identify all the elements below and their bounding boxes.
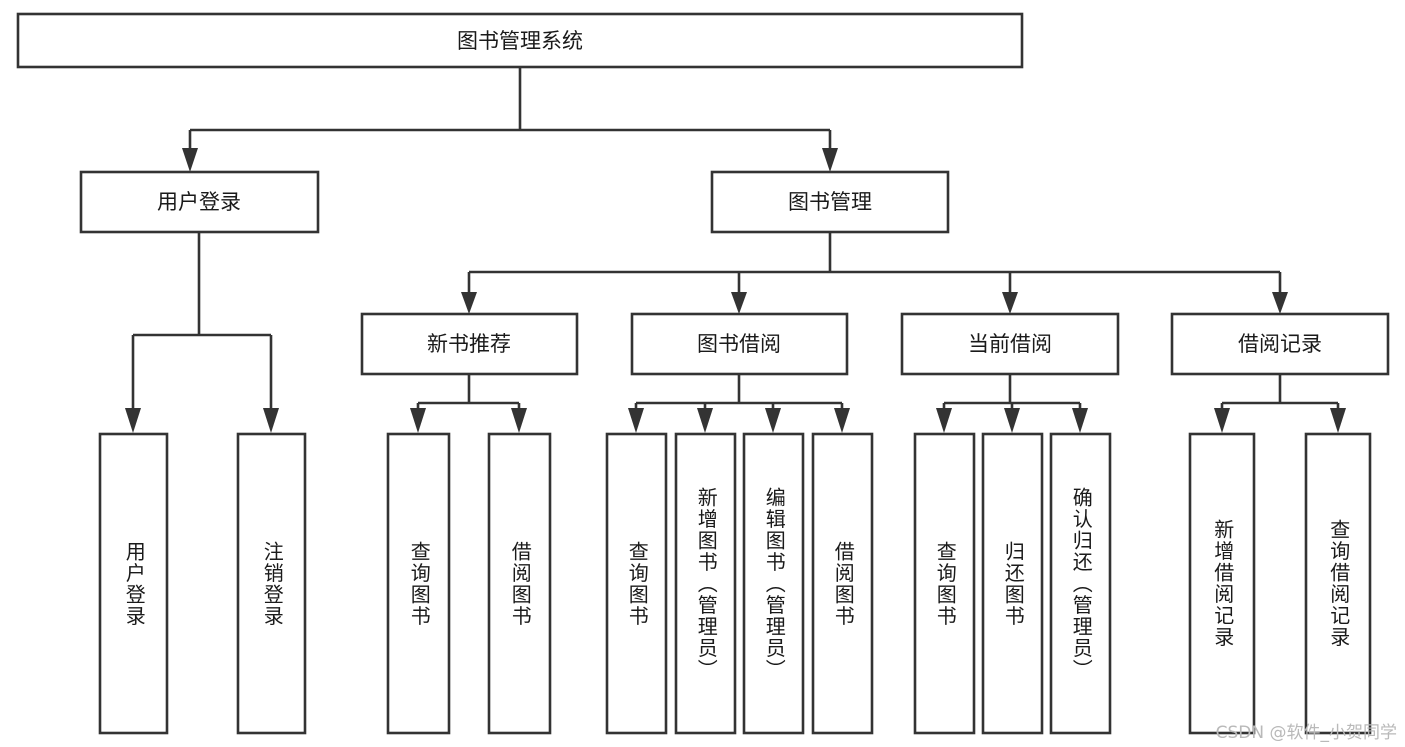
arrowhead-leaf-bookborrow-1 [628,408,644,433]
arrowhead-newbook [461,292,477,314]
arrowhead-currentborrow [1002,292,1018,314]
arrowhead-leaf-currentborrow-1 [936,408,952,433]
node-new-book-rec[interactable] [360,312,579,376]
leaf-current-borrow-3[interactable] [1049,432,1112,735]
arrowhead-leaf-userlogin-1 [125,408,141,433]
leaf-book-borrow-3[interactable] [742,432,805,735]
watermark-text: CSDN @软件_小贺同学 [1215,723,1397,743]
leaf-book-borrow-1[interactable] [605,432,668,735]
node-book-borrow[interactable] [630,312,849,376]
leaf-borrow-record-1[interactable] [1188,432,1256,735]
node-user-login[interactable] [79,170,320,234]
arrowhead-leaf-bookborrow-2 [697,408,713,433]
leaf-user-login-1[interactable] [98,432,169,735]
node-borrow-record-label: 借阅记录 [1238,332,1322,356]
node-current-borrow-label: 当前借阅 [968,332,1052,356]
node-book-manage[interactable] [710,170,950,234]
arrowhead-leaf-currentborrow-2 [1004,408,1020,433]
node-book-borrow-label: 图书借阅 [697,332,781,356]
arrowhead-leaf-newbook-1 [410,408,426,433]
arrowhead-leaf-bookborrow-3 [765,408,781,433]
arrowhead-leaf-borrowrecord-2 [1330,408,1346,433]
arrowhead-bookmanage [822,148,838,172]
arrowhead-leaf-currentborrow-3 [1072,408,1088,433]
node-current-borrow[interactable] [900,312,1120,376]
arrowhead-leaf-newbook-2 [511,408,527,433]
node-new-book-rec-label: 新书推荐 [427,332,511,356]
leaf-user-login-2[interactable] [236,432,307,735]
node-root-label: 图书管理系统 [457,29,583,53]
arrowhead-leaf-bookborrow-4 [834,408,850,433]
node-book-manage-label: 图书管理 [788,190,872,214]
leaf-current-borrow-2[interactable] [981,432,1044,735]
node-user-login-label: 用户登录 [157,190,241,214]
leaf-book-borrow-2[interactable] [674,432,737,735]
arrowhead-leaf-borrowrecord-1 [1214,408,1230,433]
node-root[interactable] [16,12,1024,69]
leaf-book-borrow-4[interactable] [811,432,874,735]
arrowhead-borrowrecord [1272,292,1288,314]
leaf-new-book-1[interactable] [386,432,451,735]
arrowhead-leaf-userlogin-2 [263,408,279,433]
leaf-new-book-2[interactable] [487,432,552,735]
arrowhead-bookborrow [731,292,747,314]
leaf-borrow-record-2[interactable] [1304,432,1372,735]
arrowhead-userlogin [182,148,198,172]
node-borrow-record[interactable] [1170,312,1390,376]
leaf-current-borrow-1[interactable] [913,432,976,735]
